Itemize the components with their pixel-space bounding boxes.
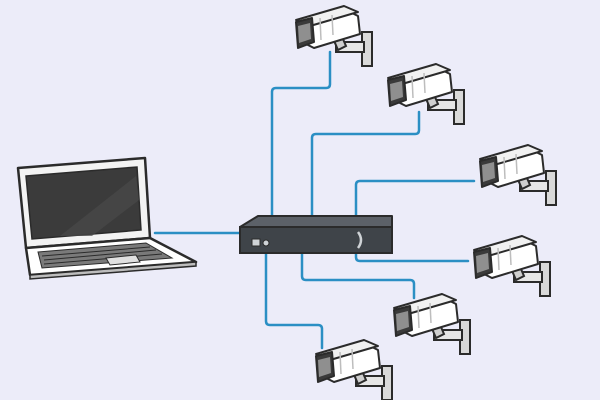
cables <box>153 50 476 350</box>
security-camera-icon <box>295 5 373 67</box>
cable-camera-4 <box>354 250 470 263</box>
cable-camera-5 <box>300 250 416 300</box>
cable-camera-3 <box>354 179 476 218</box>
security-camera-icon <box>393 293 471 355</box>
security-camera-icon <box>473 235 551 297</box>
security-camera-icon <box>387 63 465 125</box>
security-camera-icon <box>479 144 557 206</box>
laptop-icon <box>16 156 198 280</box>
cable-camera-2 <box>310 110 421 217</box>
security-camera-icon <box>315 339 393 400</box>
cable-camera-6 <box>264 250 324 350</box>
network-recorder-icon <box>239 215 393 254</box>
cable-camera-1 <box>270 50 332 225</box>
